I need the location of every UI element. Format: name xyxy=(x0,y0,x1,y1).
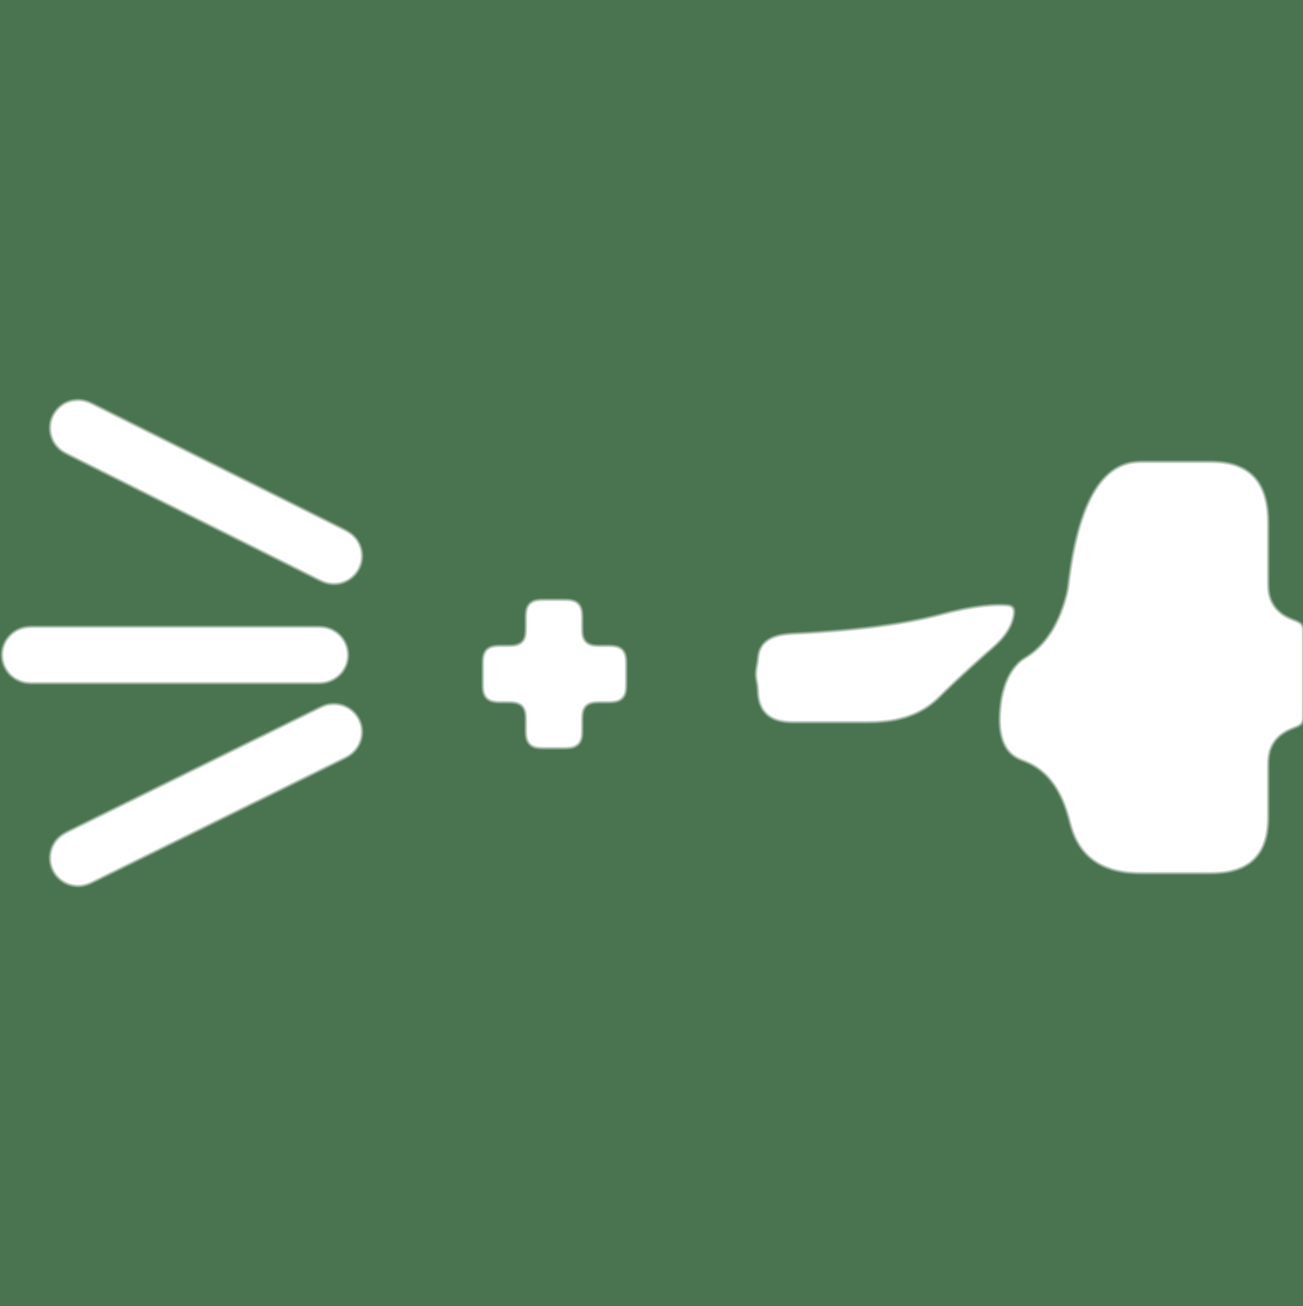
signal-rays-icon xyxy=(2,400,362,886)
plus-shape xyxy=(483,600,626,748)
ray-bar-upper xyxy=(50,400,362,584)
ray-bar-lower xyxy=(50,704,362,886)
controller-body xyxy=(999,462,1303,873)
plus-icon xyxy=(483,600,626,748)
game-controller-icon xyxy=(756,462,1303,873)
glyph-group xyxy=(2,400,1303,886)
